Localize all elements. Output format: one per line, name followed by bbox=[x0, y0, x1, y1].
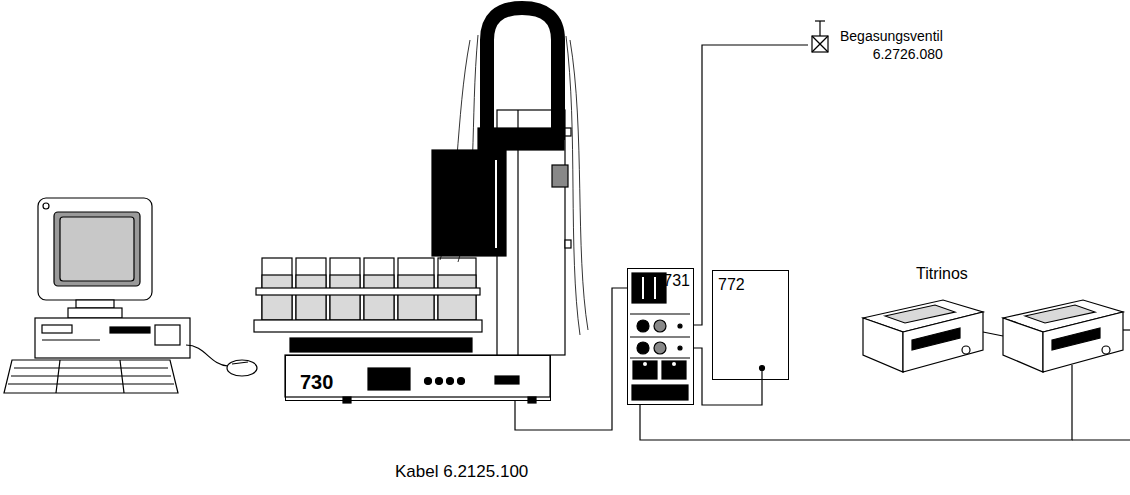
valve-symbol bbox=[808, 18, 834, 58]
titrino-group: Titrinos bbox=[850, 262, 1127, 374]
unit-number: 730 bbox=[300, 370, 544, 395]
cable-path bbox=[640, 374, 1072, 440]
cable-path bbox=[515, 288, 627, 430]
valve-label: Begasungsventil 6.2726.080 bbox=[840, 28, 943, 63]
cable-line bbox=[640, 374, 1072, 440]
computer bbox=[4, 198, 257, 393]
sample-changer-box: 730 bbox=[285, 355, 551, 401]
unit-number: 772 bbox=[718, 275, 784, 295]
unit-number: 731 bbox=[631, 271, 690, 291]
group-heading: Titrinos bbox=[916, 264, 1123, 284]
gas-valve: Begasungsventil 6.2726.080 bbox=[808, 18, 968, 70]
sample-changer bbox=[254, 8, 588, 403]
cable-line bbox=[694, 348, 762, 405]
relay-box: 731 bbox=[627, 268, 694, 405]
titrino-devices bbox=[863, 300, 1130, 440]
cable-label: Kabel 6.2125.100 bbox=[395, 462, 528, 482]
relay-box-parts bbox=[630, 273, 690, 400]
pump-unit-parts bbox=[760, 366, 765, 381]
cable-path bbox=[694, 348, 762, 405]
pump-unit-box: 772 bbox=[712, 270, 789, 380]
cable-line bbox=[515, 288, 627, 430]
